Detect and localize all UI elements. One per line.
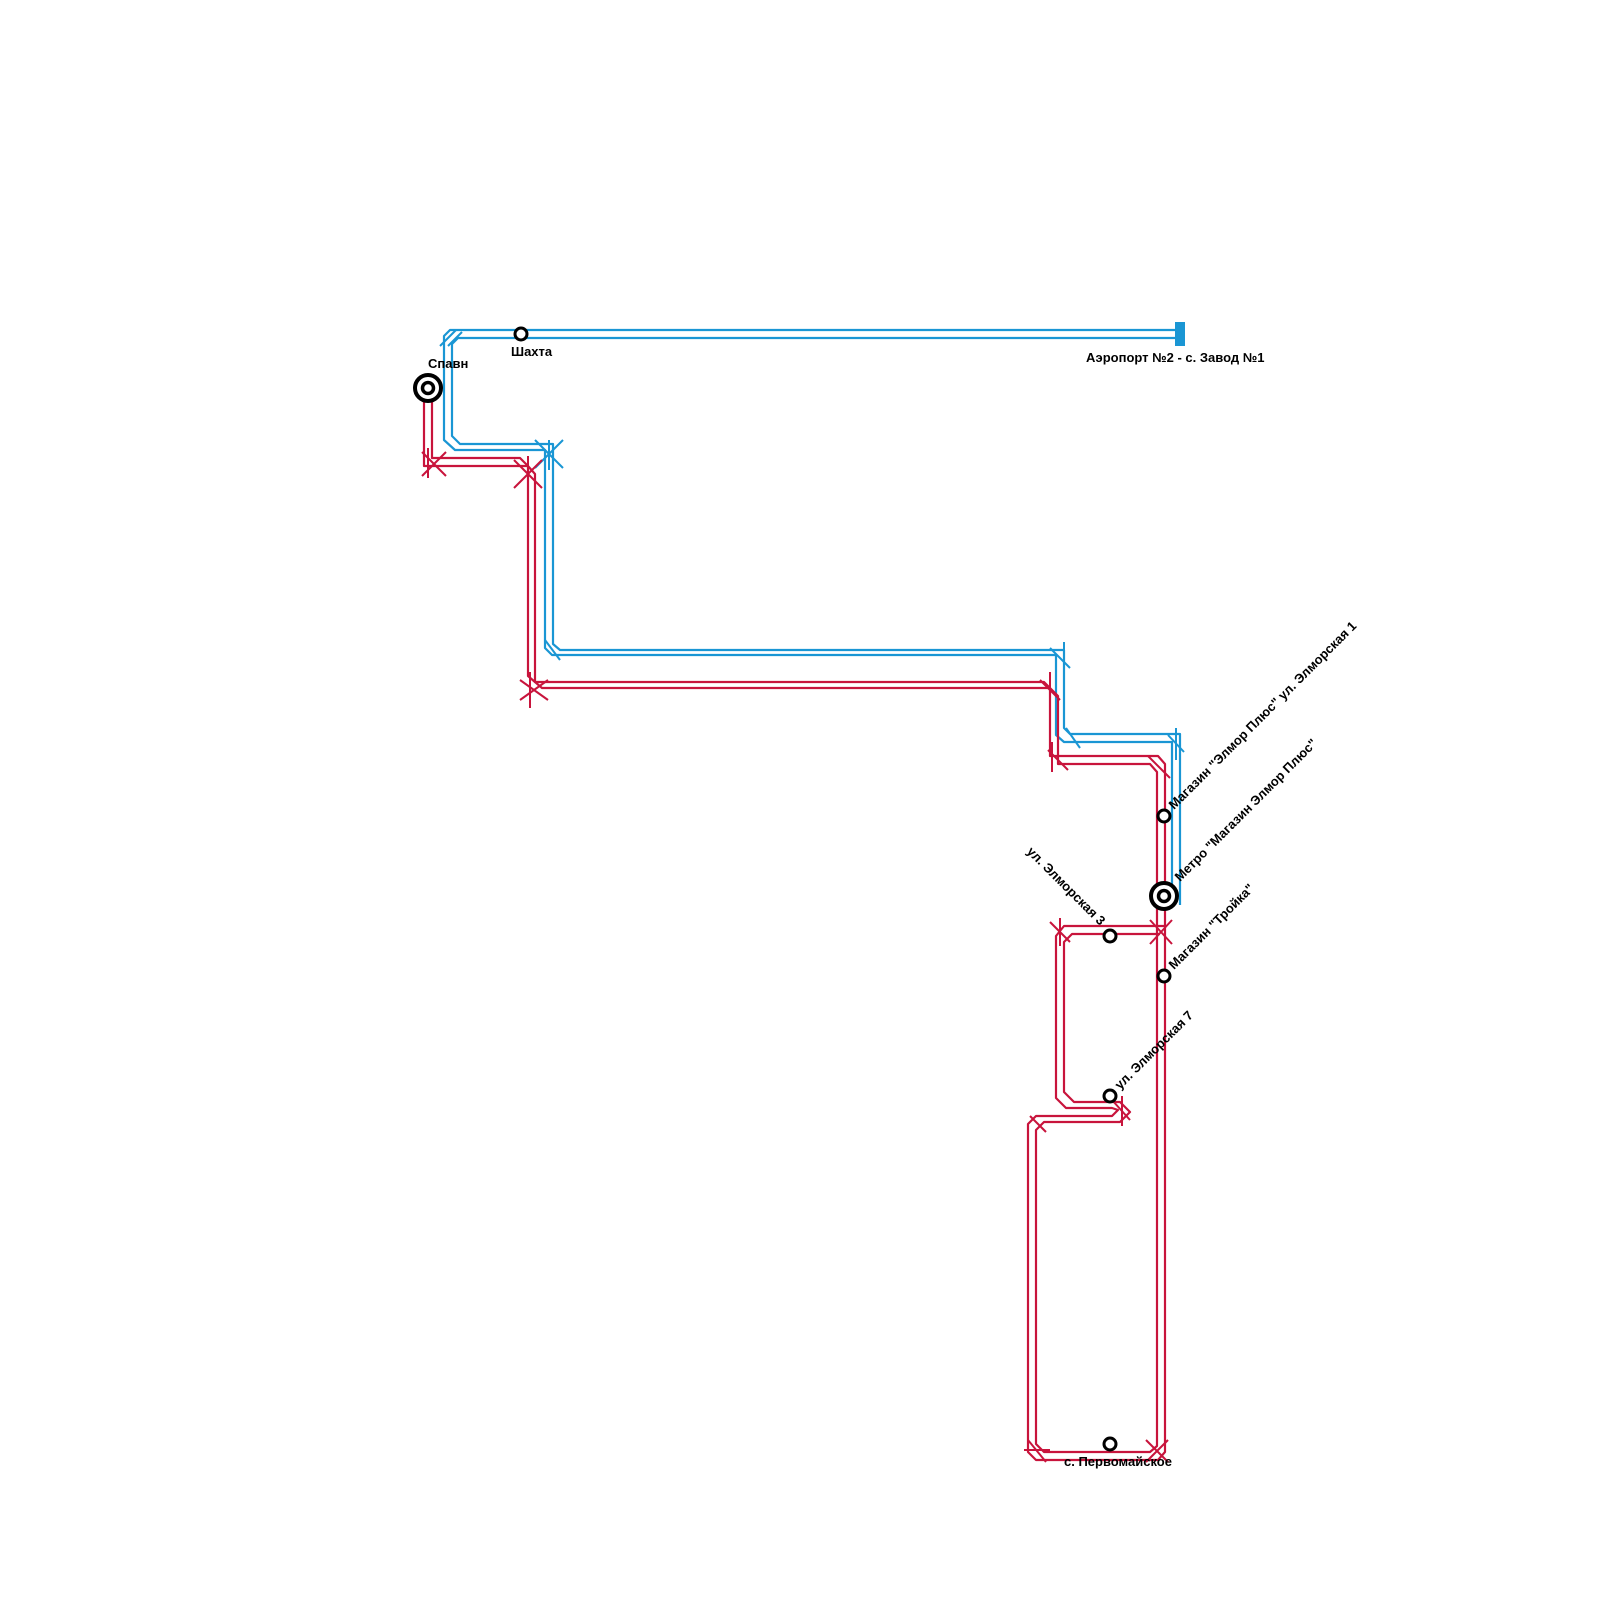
station-metro[interactable]: Метро "Магазин Элмор Плюс" (1149, 736, 1320, 911)
station-label: Спавн (428, 356, 468, 371)
station-elmorskaya-7[interactable]: ул. Элморская 7 (1102, 1008, 1196, 1104)
blue-track-a (442, 328, 1178, 905)
red-track-b (430, 395, 1167, 1462)
station-spavn[interactable]: Спавн (413, 356, 468, 403)
station-elmorskaya-3[interactable]: ул. Элморская 3 (1024, 844, 1118, 944)
station-shakhta[interactable]: Шахта (511, 326, 553, 359)
station-label: с. Первомайское (1064, 1454, 1172, 1469)
station-label: ул. Элморская 3 (1024, 844, 1108, 928)
station-pervomaiskoe[interactable]: с. Первомайское (1064, 1436, 1172, 1469)
blue-terminus-marker (1175, 322, 1185, 346)
station-label: Аэропорт №2 - с. Завод №1 (1086, 350, 1264, 365)
station-airport[interactable]: Аэропорт №2 - с. Завод №1 (1086, 350, 1264, 365)
blue-track-b (450, 336, 1182, 905)
station-label: Шахта (511, 344, 553, 359)
blue-line (439, 322, 1185, 905)
blue-junction-ticks (439, 329, 1185, 760)
station-label: Метро "Магазин Элмор Плюс" (1172, 736, 1320, 884)
red-track-a (422, 395, 1160, 1454)
red-junction-ticks (421, 448, 1173, 1463)
red-line (421, 395, 1173, 1463)
station-label: ул. Элморская 7 (1112, 1008, 1196, 1092)
